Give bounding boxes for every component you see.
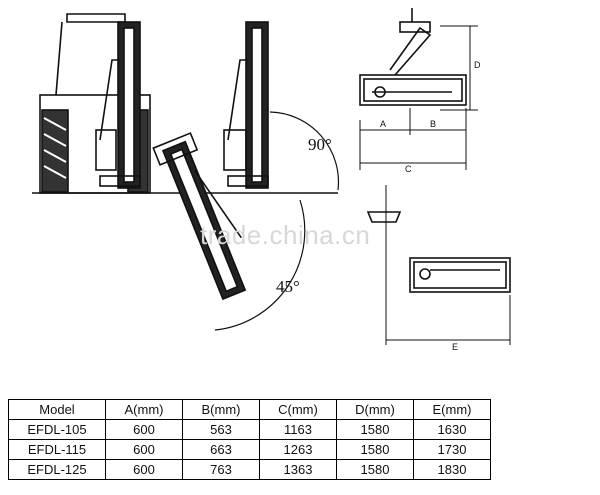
table-cell: 1730 [413, 439, 491, 460]
table-cell: 663 [182, 439, 260, 460]
table-cell: EFDL-115 [8, 439, 106, 460]
angle-45-label: 45° [276, 277, 300, 296]
table-row: EFDL-105 600 563 1163 1580 1630 [8, 419, 491, 440]
dim-e-label: E [452, 342, 458, 352]
arc-45 [214, 199, 306, 331]
table-cell: 1580 [336, 459, 414, 480]
dim-b-label: B [430, 119, 436, 129]
table-cell: 1580 [336, 439, 414, 460]
header-d: D(mm) [336, 399, 414, 420]
table-cell: EFDL-125 [8, 459, 106, 480]
mower-diagram: 90° 45° A B C D E [32, 8, 511, 352]
table-cell: 1830 [413, 459, 491, 480]
table-cell: 1580 [336, 419, 414, 440]
table-cell: EFDL-105 [8, 419, 106, 440]
header-model: Model [8, 399, 106, 420]
header-b: B(mm) [182, 399, 260, 420]
spec-table: Model A(mm) B(mm) C(mm) D(mm) E(mm) EFDL… [8, 399, 491, 480]
table-header-row: Model A(mm) B(mm) C(mm) D(mm) E(mm) [8, 399, 491, 420]
mower-tilted [152, 132, 247, 301]
table-cell: 1163 [259, 419, 337, 440]
table-cell: 1363 [259, 459, 337, 480]
table-cell: 600 [105, 459, 183, 480]
dim-a-label: A [380, 119, 386, 129]
plan-view-bottom [366, 185, 511, 345]
table-cell: 563 [182, 419, 260, 440]
table-row: EFDL-115 600 663 1263 1580 1730 [8, 439, 491, 460]
table-cell: 763 [182, 459, 260, 480]
header-a: A(mm) [105, 399, 183, 420]
plan-view-top [359, 8, 478, 170]
dim-d-label: D [474, 60, 481, 70]
header-c: C(mm) [259, 399, 337, 420]
watermark: trade.china.cn [200, 220, 371, 250]
arc-90 [269, 111, 340, 191]
table-cell: 1630 [413, 419, 491, 440]
angle-90-label: 90° [308, 135, 332, 154]
table-row: EFDL-125 600 763 1363 1580 1830 [8, 459, 491, 480]
table-cell: 600 [105, 419, 183, 440]
mower-vertical-right [223, 21, 269, 189]
dim-c-label: C [405, 164, 412, 174]
mower-vertical-left [95, 21, 141, 189]
table-cell: 1263 [259, 439, 337, 460]
table-cell: 600 [105, 439, 183, 460]
header-e: E(mm) [413, 399, 491, 420]
